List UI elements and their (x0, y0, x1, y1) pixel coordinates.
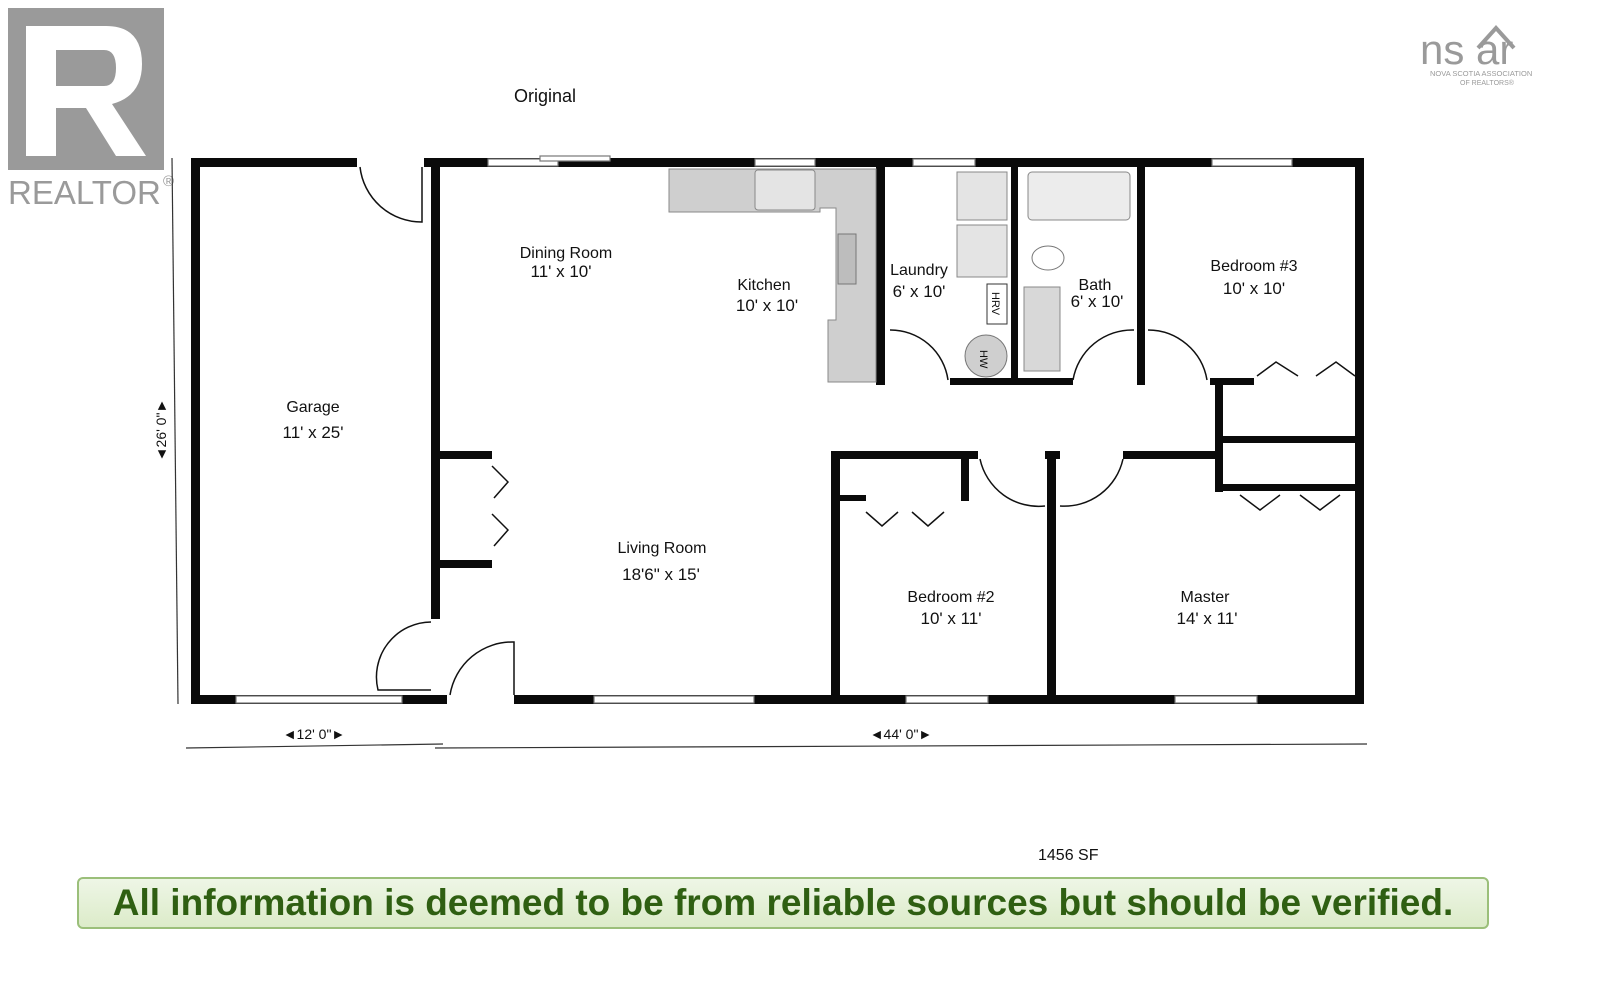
wall-bath-bed3 (1137, 167, 1145, 385)
wall-closet-bottom (1215, 484, 1355, 491)
dimension-height: ◄26' 0"► (153, 399, 169, 462)
laundry-size: 6' x 10' (893, 282, 946, 301)
door-front (449, 641, 515, 696)
garage-size: 11' x 25' (283, 423, 344, 442)
wall-right (1355, 158, 1364, 704)
door-bath (1072, 329, 1135, 381)
wall-bed3-bottom (1210, 378, 1254, 385)
disclaimer-banner: All information is deemed to be from rel… (77, 877, 1489, 929)
bath-name: Bath (1079, 277, 1112, 294)
dimension-line-height (171, 157, 179, 705)
wall-bed2-closet (961, 451, 969, 501)
window-bed3 (1211, 158, 1293, 167)
realtor-r-icon (26, 26, 146, 156)
water-heater-icon (964, 334, 1008, 378)
closet-doors-master (1239, 494, 1341, 511)
dining-name: Dining Room (520, 245, 612, 262)
bedroom3-name: Bedroom #3 (1210, 258, 1297, 275)
wall-closet-left (1215, 378, 1223, 492)
bedroom2-name: Bedroom #2 (907, 589, 994, 606)
dimension-lines: ◄26' 0"► ◄12' 0"► ◄44' 0"► (153, 157, 1368, 749)
bedroom3-size: 10' x 10' (1223, 279, 1285, 298)
window-dining-2 (539, 155, 611, 162)
room-labels: Garage 11' x 25' Dining Room 11' x 10' K… (283, 245, 1298, 628)
registered-mark: ® (163, 173, 174, 190)
living-name: Living Room (618, 540, 707, 557)
window-living (593, 695, 755, 704)
window-dining-1 (487, 158, 559, 167)
washer-icon (956, 171, 1008, 221)
wall-laundry-bath (1011, 167, 1018, 385)
kitchen-name: Kitchen (737, 277, 790, 294)
wall-top-house (424, 158, 1364, 167)
wall-lr-closet-bottom (440, 560, 492, 568)
bathtub-icon (1027, 171, 1131, 221)
wall-lr-closet-top (440, 451, 492, 459)
doors (359, 166, 1356, 696)
bedroom2-size: 10' x 11' (921, 609, 982, 628)
wall-kitchen-laundry (876, 167, 885, 385)
nsar-subtitle-2: OF REALTORS® (1460, 79, 1515, 87)
total-area: 1456 SF (1038, 847, 1099, 864)
wall-bed2-left (831, 451, 840, 695)
dimension-line-house (434, 743, 1368, 749)
wall-bed2-master (1047, 451, 1056, 695)
window-bed2 (905, 695, 989, 704)
dimension-garage-width: ◄12' 0"► (283, 726, 346, 742)
door-garage-house (375, 621, 432, 691)
nsar-subtitle-1: NOVA SCOTIA ASSOCIATION (1430, 69, 1532, 78)
fixtures: HRV HW (668, 168, 1131, 383)
living-size: 18'6" x 15' (622, 565, 700, 584)
toilet-icon (1031, 245, 1065, 271)
interior-walls (431, 167, 1355, 695)
realtor-logo: REALTOR ® (8, 8, 174, 211)
vanity-icon (1023, 286, 1061, 372)
wall-closet-mid (1215, 436, 1355, 443)
wall-laundry-bottom (950, 378, 1073, 385)
wall-bed2-top (831, 451, 978, 459)
dimension-house-width: ◄44' 0"► (870, 726, 933, 742)
hrv-unit (986, 283, 1008, 325)
plan-label: Original (514, 86, 576, 106)
master-name: Master (1181, 589, 1231, 606)
hw-label: HW (977, 350, 989, 369)
closet-doors-living (491, 465, 510, 547)
door-bed3 (1147, 329, 1208, 381)
wall-top-garage (191, 158, 357, 167)
nsar-wordmark: ns ar (1420, 26, 1513, 73)
door-laundry (889, 329, 949, 381)
hrv-label: HRV (989, 292, 1001, 316)
garage-door (235, 695, 403, 704)
wall-left (191, 158, 200, 704)
dryer-icon (956, 224, 1008, 278)
kitchen-sink (754, 169, 816, 211)
door-bed2 (979, 458, 1046, 508)
wall-bed2-closet-bottom (836, 495, 866, 501)
master-size: 14' x 11' (1177, 609, 1238, 628)
nsar-logo: ns ar NOVA SCOTIA ASSOCIATION OF REALTOR… (1420, 25, 1532, 87)
wall-master-top (1123, 451, 1223, 459)
kitchen-counter (668, 168, 877, 383)
windows (235, 155, 1293, 704)
window-master (1174, 695, 1258, 704)
bath-size: 6' x 10' (1071, 292, 1124, 311)
window-kitchen (754, 158, 816, 167)
dining-size: 11' x 10' (531, 262, 592, 281)
closet-doors-hall (1256, 361, 1356, 377)
door-garage-exterior (359, 166, 423, 223)
stove-icon (837, 233, 857, 285)
kitchen-size: 10' x 10' (736, 296, 798, 315)
laundry-name: Laundry (890, 262, 948, 279)
door-master (1059, 458, 1124, 507)
disclaimer-text: All information is deemed to be from rel… (112, 882, 1454, 923)
garage-name: Garage (286, 399, 339, 416)
wall-garage-house (431, 167, 440, 619)
realtor-wordmark: REALTOR (8, 174, 161, 211)
window-laundry (912, 158, 976, 167)
nsar-roof-icon (1476, 25, 1516, 50)
closet-doors-bed2 (865, 511, 945, 527)
dimension-line-garage (185, 743, 444, 749)
